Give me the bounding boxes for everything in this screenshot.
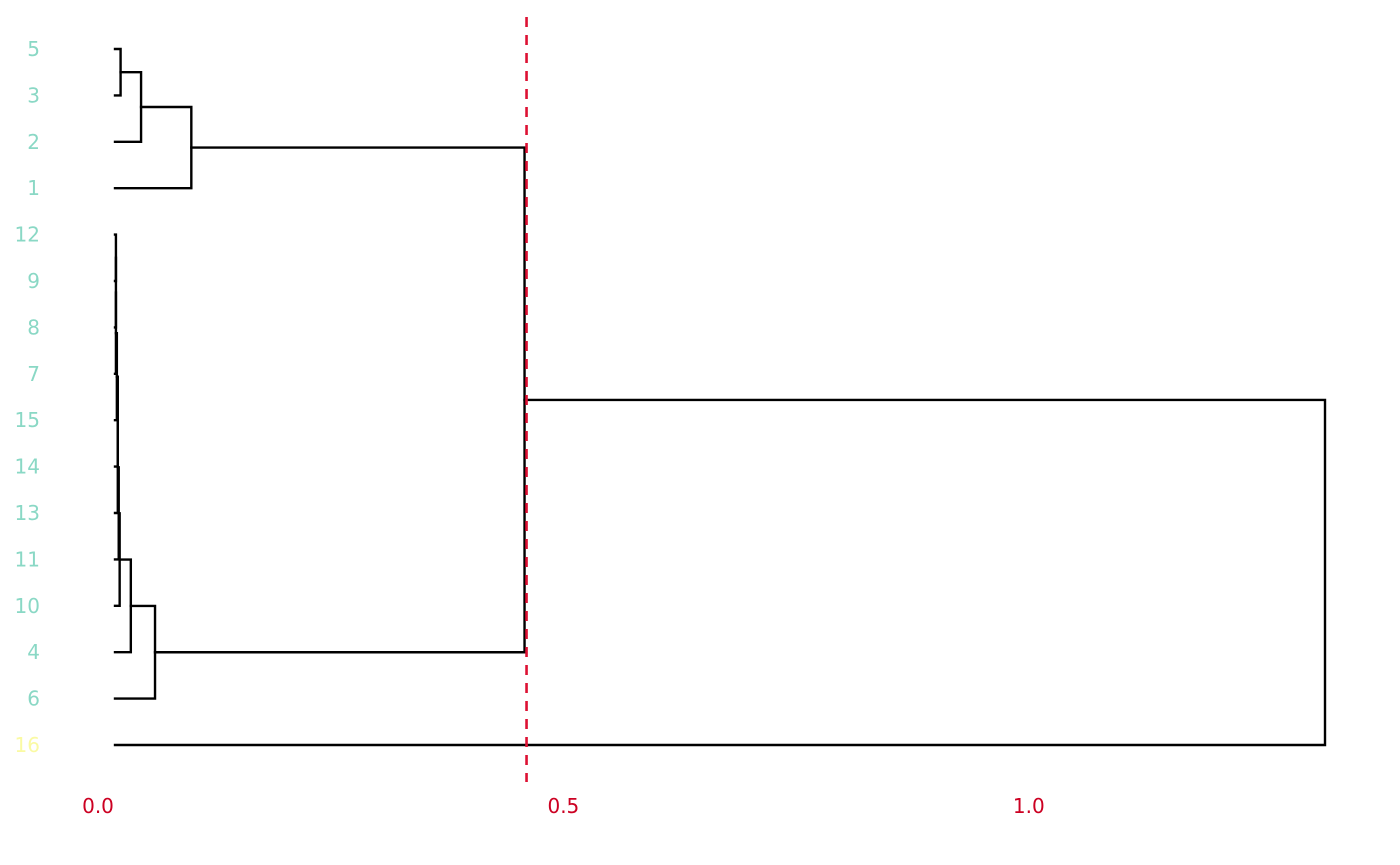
leaf-label: 16 xyxy=(15,733,40,757)
dendrogram-link xyxy=(113,398,1327,747)
leaf-labels: 5 3 2 1 12 9 8 7 15 14 13 11 10 4 6 16 xyxy=(15,37,40,757)
x-tick-label: 0.0 xyxy=(82,794,114,818)
leaf-label: 13 xyxy=(15,501,40,525)
dendrogram-link xyxy=(153,146,526,654)
leaf-label: 9 xyxy=(27,269,40,293)
leaf-label: 14 xyxy=(15,455,40,479)
leaf-label: 7 xyxy=(27,362,40,386)
x-axis: 0.0 0.5 1.0 xyxy=(82,794,1045,818)
leaf-label: 12 xyxy=(15,223,40,247)
leaf-label: 11 xyxy=(15,547,40,571)
x-tick-label: 0.5 xyxy=(547,794,579,818)
leaf-label: 6 xyxy=(27,687,40,711)
leaf-label: 4 xyxy=(27,640,40,664)
leaf-label: 1 xyxy=(27,176,40,200)
leaf-label: 5 xyxy=(27,37,40,61)
leaf-label: 8 xyxy=(27,315,40,339)
leaf-label: 3 xyxy=(27,83,40,107)
leaf-label: 15 xyxy=(15,408,40,432)
leaf-label: 10 xyxy=(15,594,40,618)
x-tick-label: 1.0 xyxy=(1013,794,1045,818)
dendrogram-link xyxy=(113,105,193,190)
dendrogram-link xyxy=(113,71,143,143)
leaf-label: 2 xyxy=(27,130,40,154)
dendrogram-branches xyxy=(113,47,1327,747)
